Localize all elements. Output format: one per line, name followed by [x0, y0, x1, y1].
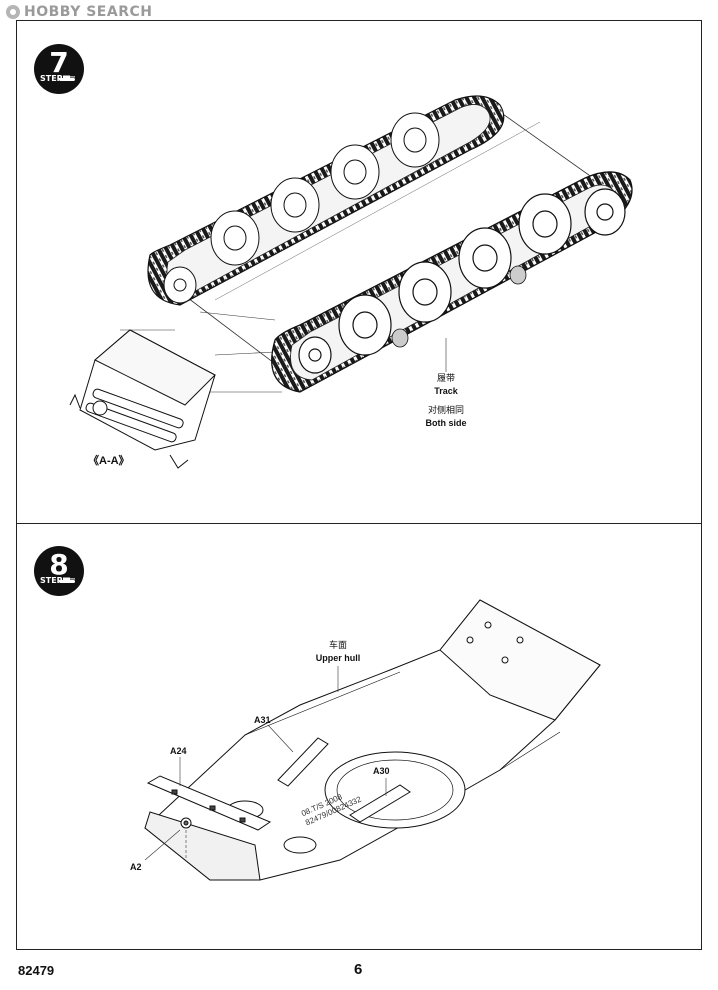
- assembly-guide-lines: [120, 311, 282, 393]
- upper-hull-en-label: Upper hull: [315, 653, 361, 663]
- step-7-badge: 7 STEP: [34, 44, 84, 94]
- upper-hull-part: [144, 599, 601, 881]
- both-side-en-label: Both side: [425, 418, 467, 428]
- upper-hull-cn-label: 车面: [328, 640, 347, 650]
- road-wheels-far: [163, 112, 440, 304]
- part-a31-label: A31: [254, 715, 271, 725]
- watermark: HOBBY SEARCH: [6, 4, 152, 20]
- part-a30: [349, 784, 411, 823]
- track-cn-label: 履带: [436, 373, 455, 383]
- tank-icon: [59, 75, 75, 81]
- return-rollers: [391, 265, 527, 348]
- both-side-cn-label: 对侧相同: [427, 405, 464, 415]
- step-7-number: 7: [49, 46, 69, 79]
- step-7-label: STEP: [40, 74, 63, 83]
- page-frame: [16, 20, 702, 950]
- step-8-badge: 8 STEP: [34, 546, 84, 596]
- watermark-text: HOBBY SEARCH: [24, 4, 153, 20]
- page-number: 6: [354, 961, 363, 978]
- section-divider: [16, 523, 702, 524]
- rear-plate-part: [69, 329, 216, 469]
- step-8-label: STEP: [40, 576, 63, 585]
- part-a24-label: A24: [170, 746, 187, 756]
- part-a30-label: A30: [373, 766, 390, 776]
- track-en-label: Track: [434, 386, 458, 396]
- part-a24: [146, 775, 272, 831]
- part-a2-label: A2: [130, 862, 142, 872]
- part-a31: [277, 737, 329, 787]
- tank-icon: [59, 577, 75, 583]
- section-view-label: 《A-A》: [88, 455, 130, 467]
- step-8-leader-lines: [144, 666, 387, 861]
- product-code: 82479: [18, 963, 55, 978]
- part-a2: [180, 817, 192, 829]
- watermark-logo-icon: [6, 5, 20, 19]
- step-8-number: 8: [49, 548, 69, 581]
- road-wheels-near: [298, 188, 626, 374]
